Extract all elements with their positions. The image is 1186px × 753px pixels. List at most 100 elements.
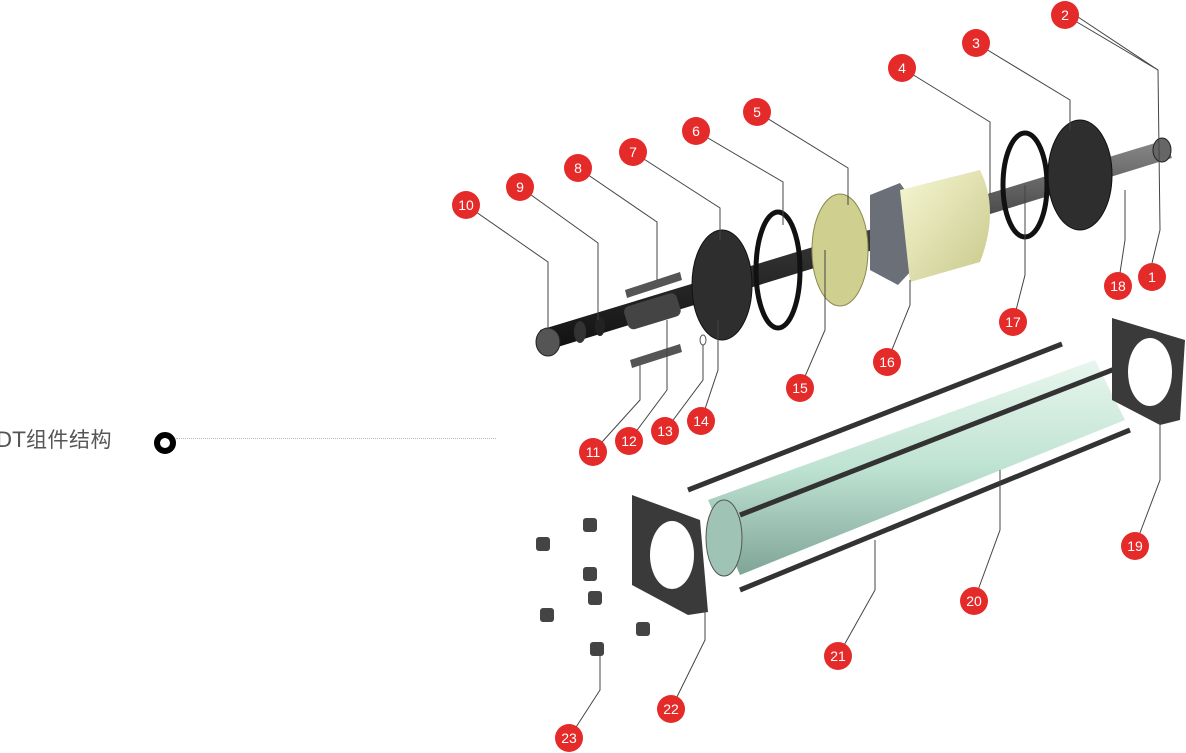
marker-label: 14 — [693, 413, 709, 429]
section-marker-icon — [154, 432, 176, 454]
marker-circle — [619, 138, 647, 166]
marker-circle — [999, 308, 1027, 336]
leader-line — [1074, 14, 1161, 264]
marker-label: 13 — [657, 423, 673, 439]
cylinder-tube — [708, 360, 1125, 575]
leader-line — [632, 151, 721, 240]
marker-circle — [1104, 272, 1132, 300]
part-marker-17: 17 — [999, 308, 1027, 336]
leader-line — [886, 280, 911, 363]
leader-line — [973, 470, 1001, 602]
marker-circle — [651, 417, 679, 445]
marker-label: 7 — [629, 144, 637, 160]
piston — [900, 170, 990, 282]
tie-rod — [687, 341, 1063, 493]
part-marker-19: 19 — [1121, 532, 1149, 560]
part-marker-9: 9 — [506, 173, 534, 201]
hex-nut — [870, 183, 912, 285]
marker-circle — [888, 54, 916, 82]
part-marker-11: 11 — [579, 438, 607, 466]
part-marker-22: 22 — [657, 695, 685, 723]
rod-nut — [535, 327, 561, 357]
part-marker-16: 16 — [873, 348, 901, 376]
marker-circle — [960, 587, 988, 615]
part-marker-14: 14 — [687, 407, 715, 435]
leader-line — [628, 320, 668, 442]
nuts — [536, 518, 650, 656]
marker-circle — [743, 98, 771, 126]
end-cap — [691, 229, 753, 341]
leader-line — [577, 167, 658, 280]
parts-artwork — [535, 119, 1185, 656]
wear-disc — [811, 193, 869, 307]
leader-line — [1134, 420, 1161, 547]
part-marker-5: 5 — [743, 98, 771, 126]
marker-label: 23 — [561, 730, 577, 746]
part-marker-13: 13 — [651, 417, 679, 445]
part-marker-21: 21 — [824, 642, 852, 670]
leader-line — [695, 130, 784, 225]
leader-line — [756, 111, 849, 205]
rod-seal — [574, 321, 586, 343]
marker-circle — [506, 173, 534, 201]
marker-circle — [682, 117, 710, 145]
part-marker-23: 23 — [555, 724, 583, 752]
marker-label: 1 — [1148, 269, 1156, 285]
marker-label: 3 — [972, 35, 980, 51]
marker-label: 6 — [692, 123, 700, 139]
part-marker-8: 8 — [564, 154, 592, 182]
leader-line — [465, 204, 549, 330]
marker-label: 10 — [458, 197, 474, 213]
marker-circle — [1051, 1, 1079, 29]
marker-circle — [962, 29, 990, 57]
marker-circle — [824, 642, 852, 670]
pin — [625, 272, 682, 298]
marker-label: 15 — [792, 380, 808, 396]
part-marker-3: 3 — [962, 29, 990, 57]
leader-line — [568, 655, 601, 739]
pin — [630, 344, 682, 368]
rod-end-nut — [1152, 137, 1172, 163]
bushing — [624, 293, 681, 330]
part-marker-1: 1 — [1138, 263, 1166, 291]
marker-label: 21 — [830, 648, 846, 664]
marker-label: 17 — [1005, 314, 1021, 330]
tie-rod — [739, 427, 1131, 593]
marker-label: 4 — [898, 60, 906, 76]
marker-label: 5 — [753, 104, 761, 120]
marker-circle — [564, 154, 592, 182]
marker-label: 22 — [663, 701, 679, 717]
leader-line — [664, 345, 704, 432]
marker-label: 12 — [621, 433, 637, 449]
leader-line — [519, 186, 599, 320]
marker-label: 2 — [1061, 7, 1069, 23]
marker-label: 19 — [1127, 538, 1143, 554]
marker-label: 9 — [516, 179, 524, 195]
leader-line — [1117, 190, 1126, 287]
tie-rod — [739, 362, 1126, 518]
leader-line — [670, 610, 706, 710]
part-marker-15: 15 — [786, 374, 814, 402]
marker-label: 18 — [1110, 278, 1126, 294]
part-marker-18: 18 — [1104, 272, 1132, 300]
marker-label: 11 — [586, 444, 601, 460]
dotted-divider — [176, 438, 496, 439]
section-title: DT组件结构 — [0, 428, 112, 452]
leader-line — [799, 250, 826, 389]
plate-bore — [650, 521, 694, 589]
o-ring — [699, 334, 707, 346]
tube-end — [705, 499, 743, 577]
marker-circle — [579, 438, 607, 466]
leader-line — [901, 67, 991, 195]
leader-lines — [465, 14, 1161, 739]
marker-circle — [873, 348, 901, 376]
leader-line — [975, 42, 1071, 130]
marker-label: 8 — [574, 160, 582, 176]
o-ring-large — [753, 209, 803, 331]
marker-label: 16 — [879, 354, 895, 370]
leader-line — [700, 320, 719, 422]
rod-seal — [595, 316, 605, 336]
marker-label: 20 — [966, 593, 982, 609]
marker-circle — [786, 374, 814, 402]
